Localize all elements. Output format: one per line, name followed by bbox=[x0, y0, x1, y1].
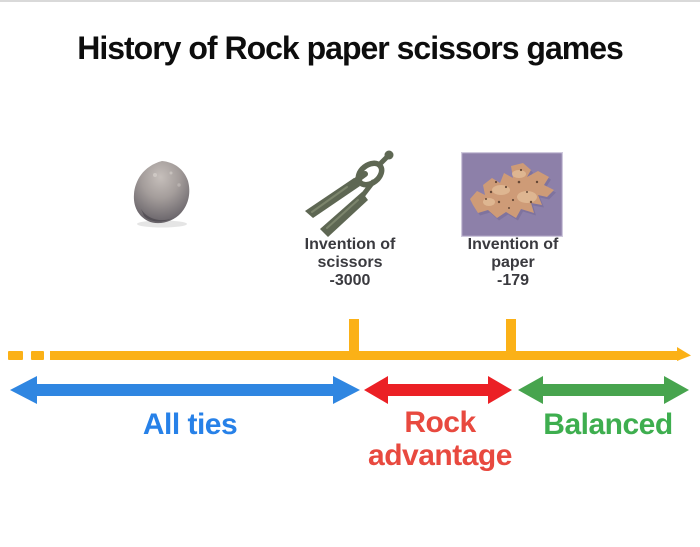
paper-speckles bbox=[485, 168, 539, 209]
label-rock-advantage: Rock advantage bbox=[368, 406, 512, 472]
caption-invention-of-scissors: Invention of scissors -3000 bbox=[304, 236, 396, 289]
timeline-tick-paper bbox=[506, 319, 516, 352]
paper-photo-frame bbox=[461, 152, 563, 237]
timeline-arrow-tip bbox=[677, 347, 691, 361]
double-arrow-shape bbox=[10, 376, 360, 404]
scissors-blades bbox=[305, 178, 368, 237]
all-ties-arrow bbox=[10, 376, 360, 404]
timeline-dash bbox=[31, 351, 44, 360]
timeline-dash bbox=[8, 351, 23, 360]
rock-speckle bbox=[177, 183, 181, 187]
scissors-knob bbox=[384, 150, 394, 160]
rock-body bbox=[133, 161, 190, 224]
scissors-image bbox=[305, 150, 394, 237]
rock-image bbox=[133, 161, 190, 228]
double-arrow-shape bbox=[518, 376, 689, 404]
label-all-ties: All ties bbox=[142, 408, 238, 441]
rock-dark-edge bbox=[141, 209, 173, 222]
paper-image bbox=[461, 152, 563, 237]
scissors-patina-highlight bbox=[311, 186, 359, 229]
page-title: History of Rock paper scissors games bbox=[77, 30, 624, 66]
balanced-arrow bbox=[518, 376, 689, 404]
timeline-line bbox=[50, 351, 678, 360]
rock-shadow bbox=[137, 220, 187, 228]
timeline-tick-scissors bbox=[349, 319, 359, 352]
timeline bbox=[8, 319, 691, 361]
caption-invention-of-paper: Invention of paper -179 bbox=[467, 236, 559, 289]
rock-advantage-arrow bbox=[364, 376, 512, 404]
double-arrow-shape bbox=[364, 376, 512, 404]
rock-speckle bbox=[169, 171, 173, 175]
scissors-spring-loop bbox=[351, 154, 390, 198]
label-balanced: Balanced bbox=[543, 408, 673, 441]
top-divider bbox=[0, 0, 700, 2]
rock-speckle bbox=[153, 173, 157, 177]
